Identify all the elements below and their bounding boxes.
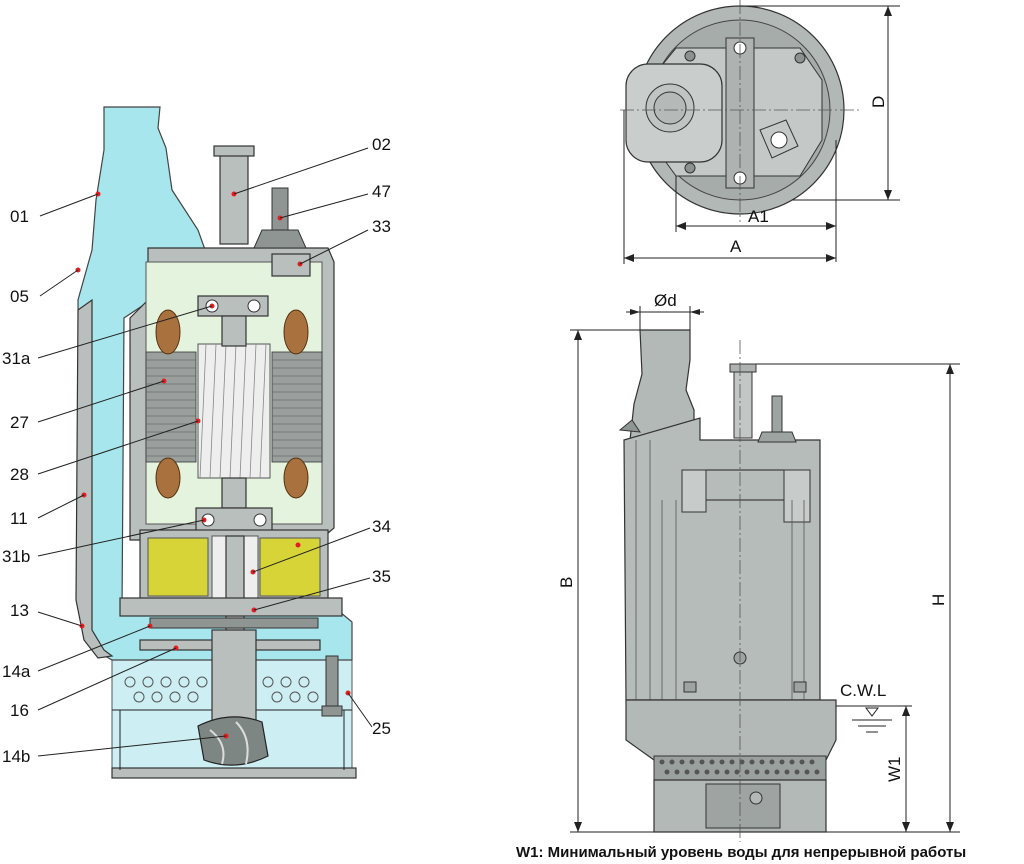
label-47: 47 — [372, 182, 391, 201]
dim-D: D — [869, 96, 888, 108]
label-31a: 31a — [2, 349, 31, 368]
label-11: 11 — [10, 509, 28, 528]
side-view: Ød B H C.W.L W1 — [557, 291, 960, 842]
dim-A1: A1 — [748, 207, 769, 226]
dim-cwl: C.W.L — [840, 681, 886, 700]
label-13: 13 — [10, 601, 29, 620]
label-25: 25 — [372, 719, 391, 738]
dim-B: B — [557, 577, 576, 588]
label-33: 33 — [372, 217, 391, 236]
label-16: 16 — [10, 701, 29, 720]
label-27: 27 — [10, 413, 29, 432]
top-view: D A1 A — [620, 0, 900, 264]
dim-d: Ød — [654, 291, 677, 310]
label-34: 34 — [372, 517, 391, 536]
label-05: 05 — [10, 287, 29, 306]
dim-A: A — [730, 237, 742, 256]
label-14b: 14b — [2, 747, 30, 766]
dim-W1: W1 — [885, 757, 904, 783]
caption: W1: Минимальный уровень воды для непреры… — [516, 844, 967, 861]
label-02: 02 — [372, 135, 391, 154]
label-01: 01 — [10, 207, 29, 226]
label-28: 28 — [10, 465, 29, 484]
label-35: 35 — [372, 567, 391, 586]
dim-H: H — [929, 594, 948, 606]
label-31b: 31b — [2, 547, 30, 566]
section-view: 01 05 31a 27 28 11 31b 13 14a 16 14b 02 … — [2, 106, 391, 779]
label-14a: 14a — [2, 662, 31, 681]
